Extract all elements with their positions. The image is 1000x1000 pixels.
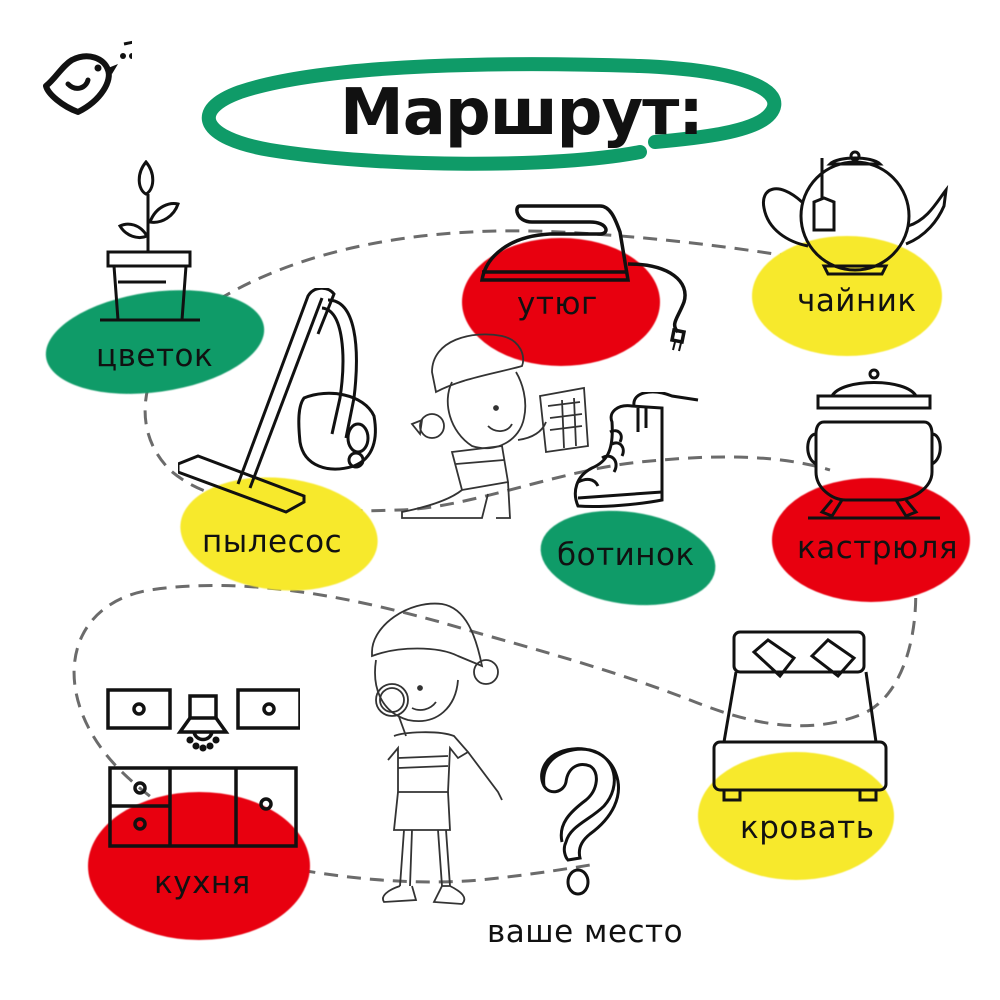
cooking-pot-icon: [802, 368, 946, 522]
label-flower: цветок: [96, 338, 214, 374]
bed-icon: [712, 630, 888, 806]
label-kitchen: кухня: [154, 865, 251, 901]
teapot-icon: [758, 150, 953, 278]
kitchen-cabinets-icon: [106, 688, 302, 848]
bird-logo-icon: [42, 36, 136, 120]
blob-kitchen: [88, 792, 310, 940]
vacuum-cleaner-icon: [176, 286, 388, 524]
label-bed: кровать: [740, 810, 875, 846]
blob-bed: [698, 752, 894, 880]
label-teapot: чайник: [797, 283, 917, 319]
iron-icon: [470, 192, 710, 352]
boot-icon: [572, 390, 712, 522]
blob-teapot: [752, 236, 942, 356]
label-your-place: ваше место: [487, 914, 684, 950]
label-iron: утюг: [517, 286, 598, 322]
potted-plant-icon: [100, 159, 202, 325]
label-vacuum: пылесос: [202, 524, 343, 560]
child-with-magnifier-illustration: [358, 596, 508, 908]
child-with-map-illustration: [392, 322, 592, 522]
title-oval: [201, 57, 782, 171]
question-mark-icon: [540, 746, 622, 896]
blob-iron: [462, 238, 660, 366]
label-boot: ботинок: [557, 537, 695, 573]
label-pot: кастрюля: [797, 530, 959, 566]
page-title: Маршрут:: [340, 76, 704, 150]
